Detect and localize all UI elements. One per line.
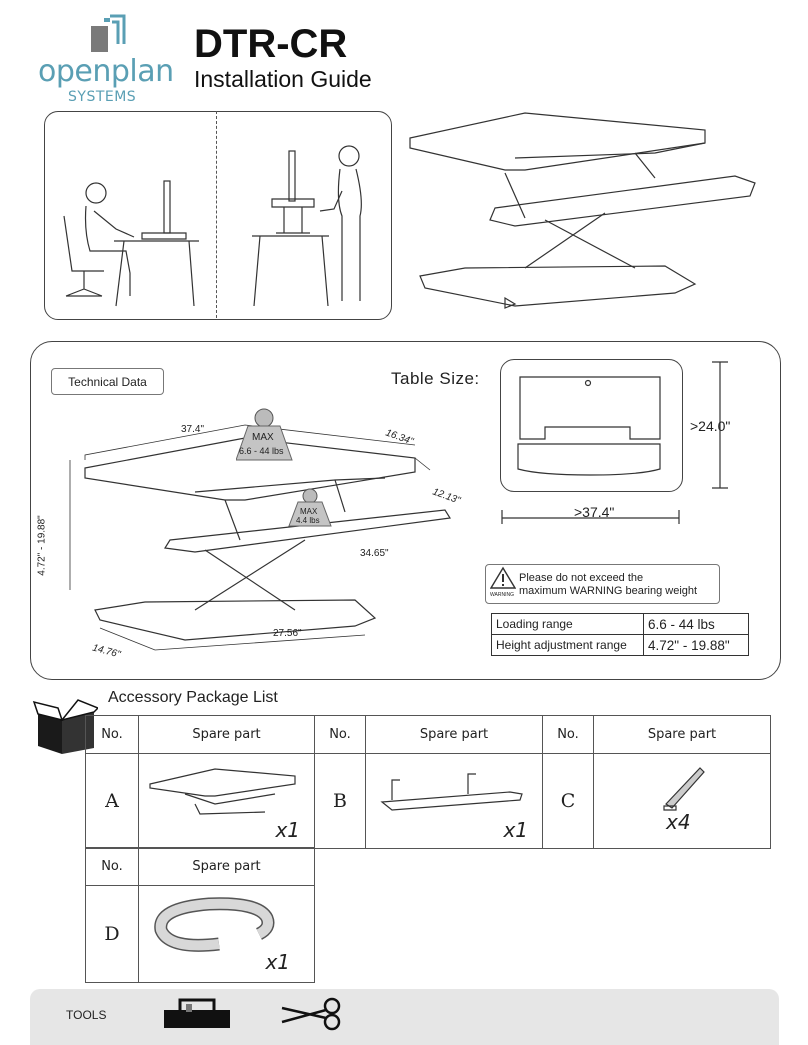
spec-label: Height adjustment range (491, 634, 644, 656)
logo-text: openplan (38, 54, 174, 89)
col-part-header: Spare part (593, 715, 771, 754)
part-cell: x1 (365, 753, 543, 849)
part-id: D (85, 885, 139, 983)
page-subtitle: Installation Guide (194, 66, 372, 92)
tools-label: TOOLS (66, 1008, 107, 1022)
part-id: A (85, 753, 139, 849)
spec-row: Loading range 6.6 - 44 lbs (491, 613, 749, 635)
accessory-title: Accessory Package List (108, 689, 278, 706)
cable-sleeve-image (154, 897, 275, 952)
dim-width-top: 37.4" (181, 424, 205, 435)
spec-table: Loading range 6.6 - 44 lbs Height adjust… (491, 613, 749, 656)
sitting-standing-illustration (63, 145, 362, 307)
technical-data-label: Technical Data (51, 368, 164, 395)
warning-box (485, 564, 720, 604)
part-cell: x1 (138, 753, 315, 849)
table-row: A x1 B x1 C x4 (85, 753, 771, 849)
spec-label: Loading range (491, 613, 644, 635)
cable-clip-image (663, 767, 705, 811)
part-qty: x1 (275, 818, 300, 842)
top-width-label: >37.4" (574, 504, 615, 520)
logo-mark-icon (91, 14, 126, 52)
desk-riser-image (149, 768, 296, 815)
dim-base-width: 27.56" (273, 628, 302, 639)
part-qty: x1 (265, 950, 290, 974)
table-row: D x1 (85, 885, 315, 983)
col-part-header: Spare part (138, 715, 315, 754)
warning-icon-label: WARNING (490, 592, 514, 598)
accessory-table-d: No. Spare part D x1 (85, 847, 315, 983)
col-no-header: No. (85, 715, 139, 754)
top-depth-label: >24.0" (690, 418, 731, 434)
col-part-header: Spare part (138, 847, 315, 886)
top-view-outline (500, 359, 683, 492)
logo-subtext: SYSTEMS (68, 89, 137, 105)
top-view-drawing (517, 376, 661, 476)
part-id: C (542, 753, 594, 849)
illustration-divider (216, 111, 217, 318)
col-no-header: No. (85, 847, 139, 886)
part-cell: x1 (138, 885, 315, 983)
warning-triangle-icon (490, 566, 516, 589)
usage-illustration (44, 111, 392, 320)
product-illustration (409, 112, 756, 309)
max-top-label: MAX (252, 432, 274, 443)
col-no-header: No. (314, 715, 366, 754)
part-qty: x1 (503, 818, 528, 842)
accessory-table: No. Spare part No. Spare part No. Spare … (85, 715, 771, 849)
part-cell: x4 (593, 753, 771, 849)
max-top-value: 6.6 - 44 lbs (239, 446, 284, 456)
page-title: DTR-CR (194, 22, 348, 66)
part-id: B (314, 753, 366, 849)
keyboard-tray-image (380, 773, 523, 811)
scissors-icon (281, 997, 341, 1031)
warning-line-2: maximum WARNING bearing weight (519, 585, 698, 597)
warning-text: Please do not exceed the maximum WARNING… (519, 572, 697, 598)
spec-row: Height adjustment range 4.72" - 19.88" (491, 634, 749, 656)
table-header-row: No. Spare part (85, 847, 315, 886)
max-weight-top-icon (236, 408, 293, 461)
technical-data-panel (30, 341, 781, 680)
table-size-label: Table Size: (391, 369, 480, 388)
depth-dimension-line (712, 361, 728, 489)
col-part-header: Spare part (365, 715, 543, 754)
col-no-header: No. (542, 715, 594, 754)
width-dimension-line (501, 510, 680, 524)
warning-line-1: Please do not exceed the (519, 572, 644, 584)
spec-value: 4.72" - 19.88" (643, 634, 749, 656)
max-weight-keyboard-icon (288, 488, 332, 527)
spec-value: 6.6 - 44 lbs (643, 613, 749, 635)
tools-bar (30, 989, 779, 1045)
dim-keyboard-width: 34.65" (360, 548, 389, 559)
toolbox-icon (164, 998, 230, 1028)
table-header-row: No. Spare part No. Spare part No. Spare … (85, 715, 771, 754)
part-qty: x4 (666, 810, 691, 834)
max-keyboard-value: 4.4 lbs (296, 516, 320, 525)
brand-logo: openplan SYSTEMS (38, 14, 178, 105)
max-keyboard-label: MAX (300, 507, 318, 516)
dim-height-range: 4.72" - 19.88" (36, 515, 48, 576)
